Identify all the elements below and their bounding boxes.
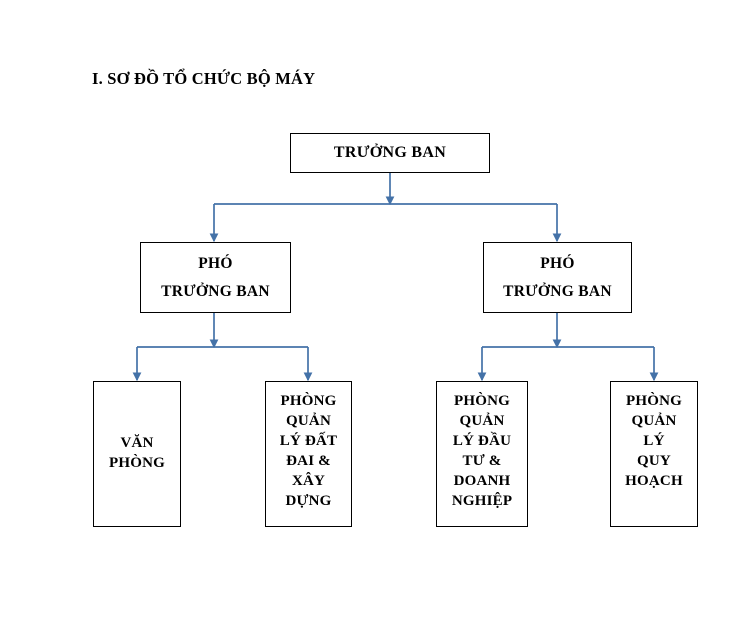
org-box-label-line-2: QUẢN bbox=[631, 412, 677, 429]
org-box-van-phong[interactable]: VĂN PHÒNG bbox=[93, 381, 181, 527]
org-box-phong-quan-ly-quy-hoach[interactable]: PHÒNG QUẢN LÝ QUY HOẠCH bbox=[610, 381, 698, 527]
org-box-label-lines: PHÓ TRƯỞNG BAN bbox=[484, 250, 631, 304]
org-box-label-lines: PHÒNG QUẢN LÝ ĐẤT ĐAI & XÂY DỰNG bbox=[266, 392, 351, 512]
org-box-label-line-3: LÝ bbox=[643, 432, 665, 449]
org-box-truong-ban[interactable]: TRƯỞNG BAN bbox=[290, 133, 490, 173]
org-box-phong-quan-ly-dat-dai-xay-dung[interactable]: PHÒNG QUẢN LÝ ĐẤT ĐAI & XÂY DỰNG bbox=[265, 381, 352, 527]
org-box-label-line-3: LÝ ĐẤT bbox=[279, 432, 338, 449]
org-box-label-line-5: HOẠCH bbox=[625, 472, 683, 489]
org-box-label-line-2: PHÒNG bbox=[109, 455, 165, 471]
org-box-label-lines: VĂN PHÒNG bbox=[94, 434, 180, 474]
org-box-label-line-6: NGHIỆP bbox=[451, 492, 513, 509]
org-box-label-line-1: PHÓ bbox=[540, 255, 575, 273]
org-box-label-line-1: PHÒNG bbox=[626, 393, 682, 409]
org-box-label-line-2: QUẢN bbox=[459, 412, 505, 429]
org-box-label-line-1: VĂN bbox=[120, 435, 154, 452]
org-box-label-line-2: QUẢN bbox=[286, 412, 331, 429]
org-box-label-line-5: XÂY bbox=[291, 472, 326, 489]
org-box-phong-quan-ly-dau-tu-doanh-nghiep[interactable]: PHÒNG QUẢN LÝ ĐẦU TƯ & DOANH NGHIỆP bbox=[436, 381, 528, 527]
org-box-label-lines: PHÒNG QUẢN LÝ QUY HOẠCH bbox=[611, 392, 697, 492]
org-box-label-line-1: PHÒNG bbox=[454, 393, 510, 409]
org-box-label-lines: PHÒNG QUẢN LÝ ĐẦU TƯ & DOANH NGHIỆP bbox=[437, 392, 527, 512]
org-box-label-line-5: DOANH bbox=[453, 472, 511, 489]
page-title: I. SƠ ĐỒ TỔ CHỨC BỘ MÁY bbox=[92, 69, 316, 88]
org-box-pho-truong-ban-left[interactable]: PHÓ TRƯỞNG BAN bbox=[140, 242, 291, 313]
org-box-label: TRƯỞNG BAN bbox=[333, 144, 447, 161]
org-box-label-line-4: QUY bbox=[637, 452, 671, 469]
org-box-pho-truong-ban-right[interactable]: PHÓ TRƯỞNG BAN bbox=[483, 242, 632, 313]
org-box-label-line-4: ĐAI & bbox=[286, 452, 331, 469]
org-box-label-line-4: TƯ & bbox=[462, 452, 502, 469]
org-box-label-line-1: PHÒNG bbox=[280, 393, 337, 409]
org-box-label-line-6: DỰNG bbox=[285, 492, 332, 509]
org-box-label-line-1: PHÓ bbox=[198, 255, 233, 273]
org-box-label-line-2: TRƯỞNG BAN bbox=[161, 282, 270, 300]
org-box-label-line-3: LÝ ĐẦU bbox=[452, 432, 512, 449]
org-box-label-lines: PHÓ TRƯỞNG BAN bbox=[141, 250, 290, 304]
org-box-label-line-2: TRƯỞNG BAN bbox=[503, 282, 612, 300]
